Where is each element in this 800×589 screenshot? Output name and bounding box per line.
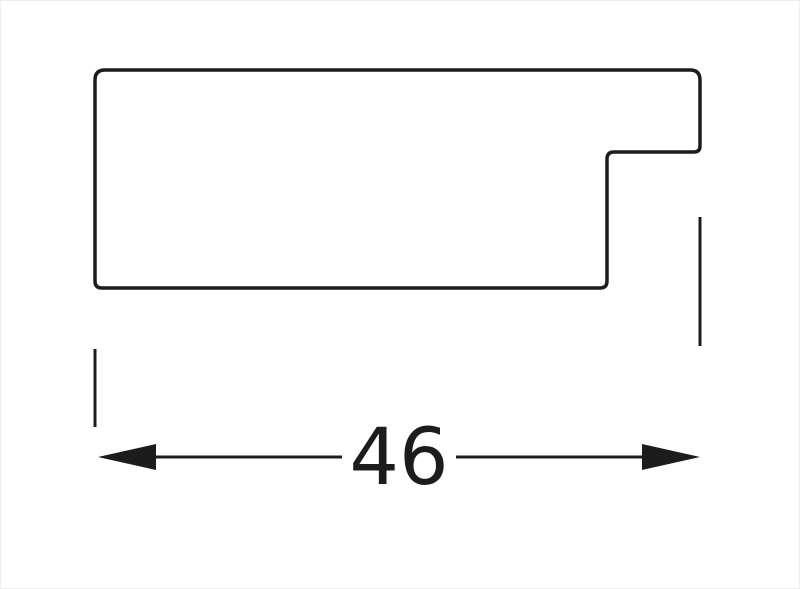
- dimension-arrow-left-icon: [98, 444, 156, 470]
- drawing-fills: 46: [98, 413, 700, 503]
- drawing-strokes: [93, 68, 702, 459]
- dimension-arrow-right-icon: [642, 444, 700, 470]
- dimension-value-label: 46: [349, 413, 448, 503]
- moulding-profile-outline: [93, 68, 702, 290]
